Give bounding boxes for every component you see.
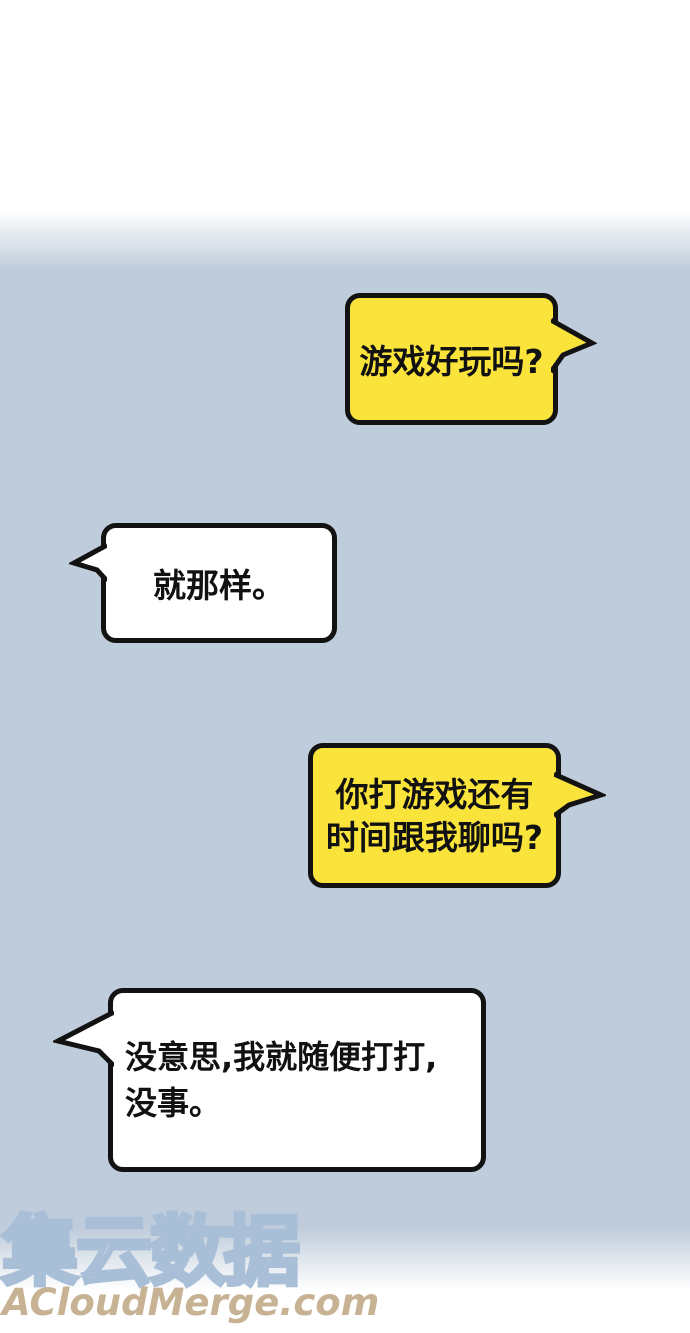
bubble-text: 没意思,我就随便打打,: [125, 1038, 438, 1076]
bubble-tail-right-icon: [551, 317, 597, 374]
bubble-text: 就那样。: [153, 566, 285, 605]
speech-bubble-right-1: 游戏好玩吗?: [345, 293, 558, 425]
bubble-tail-right-icon: [554, 771, 606, 819]
bubble-text: 游戏好玩吗?: [359, 342, 544, 381]
watermark-site-text: ACloudMerge.com: [2, 1281, 380, 1324]
bubble-text: 没事。: [125, 1084, 222, 1122]
speech-bubble-right-2: 你打游戏还有 时间跟我聊吗?: [308, 743, 561, 888]
bubble-text: 时间跟我聊吗?: [325, 817, 544, 857]
speech-bubble-left-2: 没意思,我就随便打打, 没事。: [108, 988, 486, 1172]
bubble-text: 你打游戏还有: [335, 774, 534, 814]
bubble-tail-left-icon: [53, 1009, 114, 1068]
speech-bubble-left-1: 就那样。: [101, 523, 337, 643]
watermark-logo-text: 集云数据: [0, 1205, 302, 1298]
bubble-tail-left-icon: [69, 542, 107, 583]
